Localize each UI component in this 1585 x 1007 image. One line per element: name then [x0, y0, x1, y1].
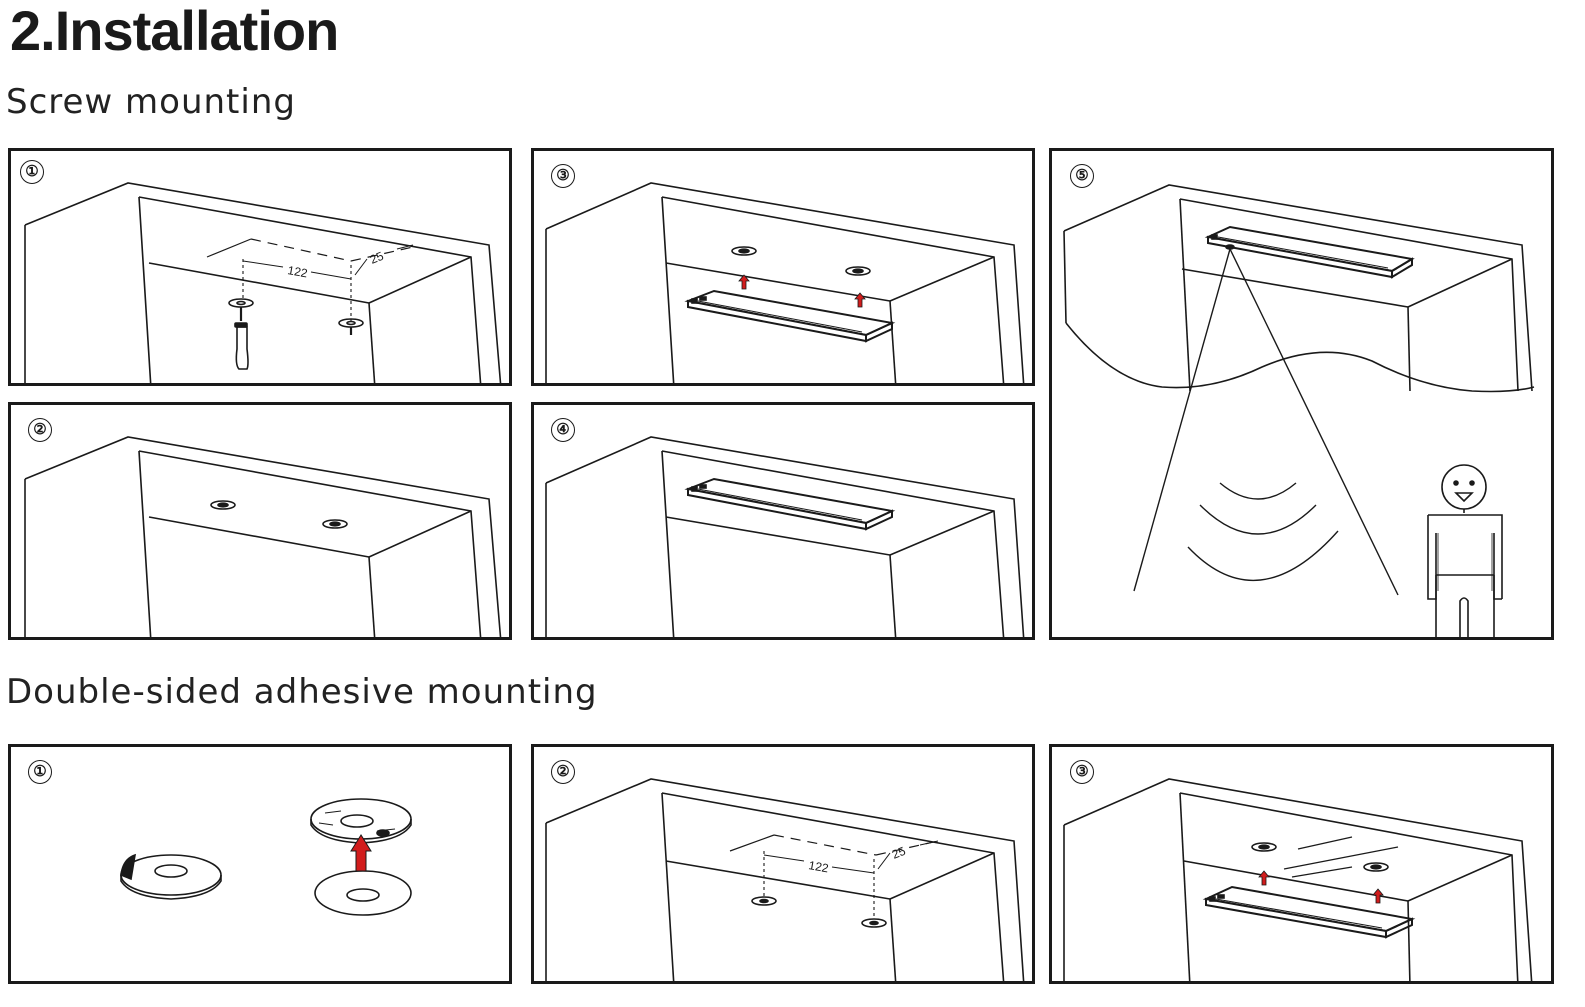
dimension-25: 25 — [890, 844, 908, 862]
step-number: ① — [20, 160, 44, 184]
step-number: ② — [551, 760, 575, 784]
cabinet-light-attach-illustration — [545, 182, 1025, 383]
screw-step-1-panel: 122 25 ① — [8, 148, 512, 386]
adhesive-step-2-panel: 122 25 ② — [531, 744, 1035, 984]
screw-step-4-panel: ④ — [531, 402, 1035, 640]
step-number: ④ — [551, 418, 575, 442]
cabinet-holes-illustration — [24, 436, 502, 637]
cabinet-measure-illustration: 122 25 — [545, 778, 1025, 981]
cabinet-adhesive-attach-illustration — [1063, 778, 1533, 981]
screw-step-5-panel: ⑤ — [1049, 148, 1554, 640]
adhesive-step-3-panel: ③ — [1049, 744, 1554, 984]
step-number: ⑤ — [1070, 164, 1094, 188]
adhesive-tape-illustration — [120, 798, 412, 916]
section-title-screw: Screw mounting — [6, 82, 296, 122]
dimension-122: 122 — [286, 263, 308, 280]
adhesive-step-1-panel: ① — [8, 744, 512, 984]
page-title: 2.Installation — [10, 0, 339, 62]
screw-step-2-panel: ② — [8, 402, 512, 640]
dimension-122: 122 — [807, 858, 829, 875]
step-number: ③ — [1070, 760, 1094, 784]
cabinet-light-installed-illustration — [545, 436, 1025, 637]
step-number: ② — [28, 418, 52, 442]
screw-step-3-panel: ③ — [531, 148, 1035, 386]
cabinet-drill-illustration: 122 25 — [24, 182, 502, 383]
step-number: ① — [28, 760, 52, 784]
step-number: ③ — [551, 164, 575, 188]
section-title-adhesive: Double-sided adhesive mounting — [6, 672, 598, 712]
dimension-25: 25 — [368, 249, 386, 267]
motion-sensor-illustration — [1063, 184, 1535, 637]
